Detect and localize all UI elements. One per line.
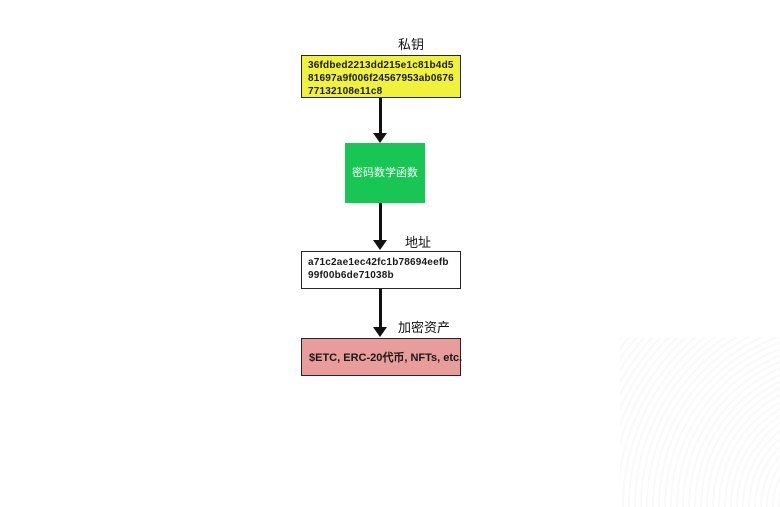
crypto-function-node: 密码数学函数 (345, 143, 425, 203)
arrow-address-to-assets (373, 289, 387, 337)
crypto-assets-value: $ETC, ERC-20代币, NFTs, etc. (309, 352, 463, 364)
address-value: a71c2ae1ec42fc1b78694eefb99f00b6de71038b (308, 257, 449, 281)
address-label: 地址 (405, 235, 432, 250)
arrow-line (378, 289, 382, 328)
arrow-head-down-icon (373, 240, 387, 250)
arrow-head-down-icon (373, 327, 387, 337)
crypto-assets-label: 加密资产 (398, 320, 451, 335)
corner-halftone-watermark (620, 337, 780, 507)
arrow-line (378, 98, 382, 134)
flowchart-canvas: 私钥 36fdbed2213dd215e1c81b4d581697a9f006f… (301, 37, 780, 507)
arrow-head-down-icon (373, 133, 387, 143)
arrow-line (378, 203, 382, 241)
private-key-value: 36fdbed2213dd215e1c81b4d581697a9f006f245… (308, 60, 454, 97)
private-key-label: 私钥 (398, 37, 425, 52)
crypto-assets-node: $ETC, ERC-20代币, NFTs, etc. (301, 338, 463, 376)
arrow-key-to-function (373, 98, 387, 143)
crypto-function-label: 密码数学函数 (352, 167, 418, 179)
private-key-node: 36fdbed2213dd215e1c81b4d581697a9f006f245… (301, 55, 461, 98)
arrow-function-to-address (373, 203, 387, 250)
address-node: a71c2ae1ec42fc1b78694eefb99f00b6de71038b (301, 251, 461, 289)
